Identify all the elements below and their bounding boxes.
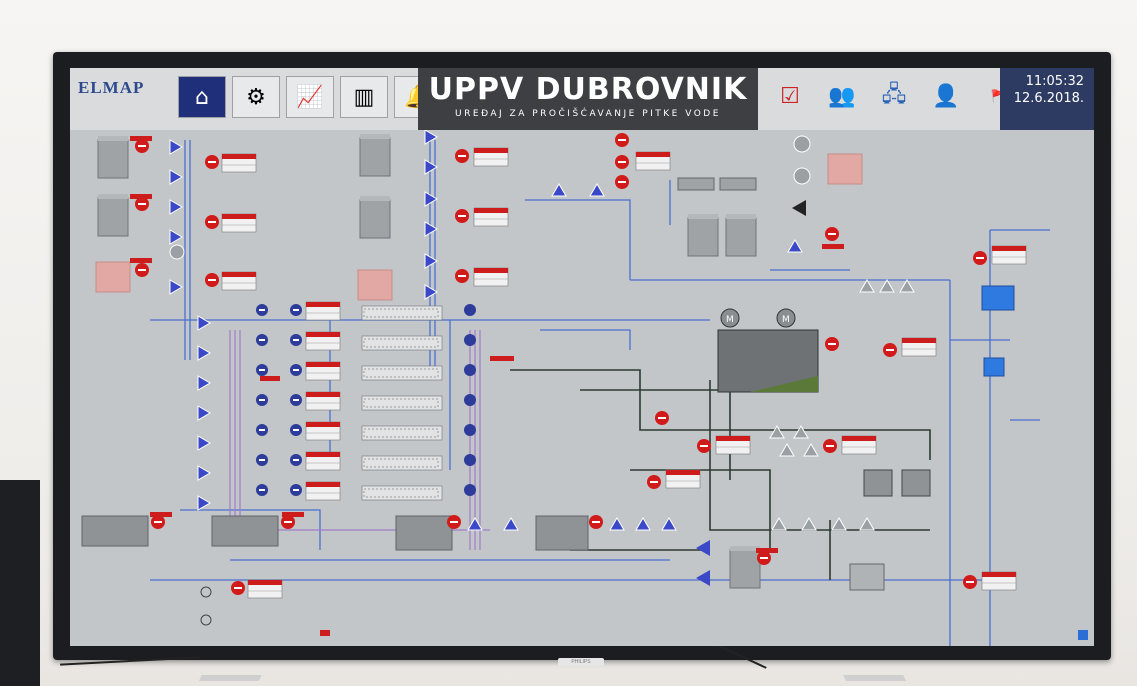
taskbar-button[interactable] <box>1078 630 1088 640</box>
clock-date: 12.6.2018. <box>1013 91 1084 106</box>
nav-right: ☑ 👥 🖧 👤 🚩 <box>768 78 1028 114</box>
brand-logo: ELMAP <box>78 78 145 97</box>
clarifier: M M <box>717 308 937 393</box>
clock: 11:05:32 12.6.2018. <box>1000 68 1094 130</box>
monitor-brand-logo: PHILIPS <box>558 658 604 666</box>
left-tanks <box>95 135 152 293</box>
right-outlets <box>973 245 1027 377</box>
cabinet-icon[interactable]: ▥ <box>340 76 388 118</box>
svg-text:M: M <box>726 315 734 325</box>
scada-screen: ELMAP ⌂ ⚙ 📈 ▥ 🔔 UPPV DUBROVNIK UREĐAJ ZA… <box>70 68 1094 646</box>
bottom-mid-basins <box>395 411 701 551</box>
monitor-stand-right <box>833 655 907 681</box>
top-bar: ELMAP ⌂ ⚙ 📈 ▥ 🔔 UPPV DUBROVNIK UREĐAJ ZA… <box>70 68 1094 130</box>
monitor-stand-left <box>198 655 272 681</box>
page-subtitle: UREĐAJ ZA PROČIŠĆAVANJE PITKE VODE <box>455 109 721 119</box>
svg-text:M: M <box>782 315 790 325</box>
nav-left: ⌂ ⚙ 📈 ▥ 🔔 <box>178 76 448 120</box>
page-title: UPPV DUBROVNIK <box>428 72 748 107</box>
network-icon[interactable]: 🖧 <box>881 82 907 107</box>
top-center-pumps <box>551 133 844 257</box>
filter-rows <box>197 301 476 511</box>
top-right-area <box>792 135 915 293</box>
clock-time: 11:05:32 <box>1025 74 1084 89</box>
left-pump-column <box>169 139 185 295</box>
process-diagram: M M <box>70 130 1094 646</box>
side-object <box>0 480 40 686</box>
user-search-icon[interactable]: 👥 <box>828 83 856 109</box>
checklist-icon[interactable]: ☑ <box>780 83 800 109</box>
home-icon[interactable]: ⌂ <box>178 76 226 118</box>
person-icon[interactable]: 👤 <box>932 83 960 109</box>
gear-icon[interactable]: ⚙ <box>232 76 280 118</box>
bottom-right <box>696 540 1017 591</box>
red-status-bars <box>260 356 514 636</box>
bottom-left-basins <box>81 512 304 626</box>
title-block: UPPV DUBROVNIK UREĐAJ ZA PROČIŠĆAVANJE P… <box>418 68 758 130</box>
chart-icon[interactable]: 📈 <box>286 76 334 118</box>
sludge-pumps <box>697 425 931 531</box>
